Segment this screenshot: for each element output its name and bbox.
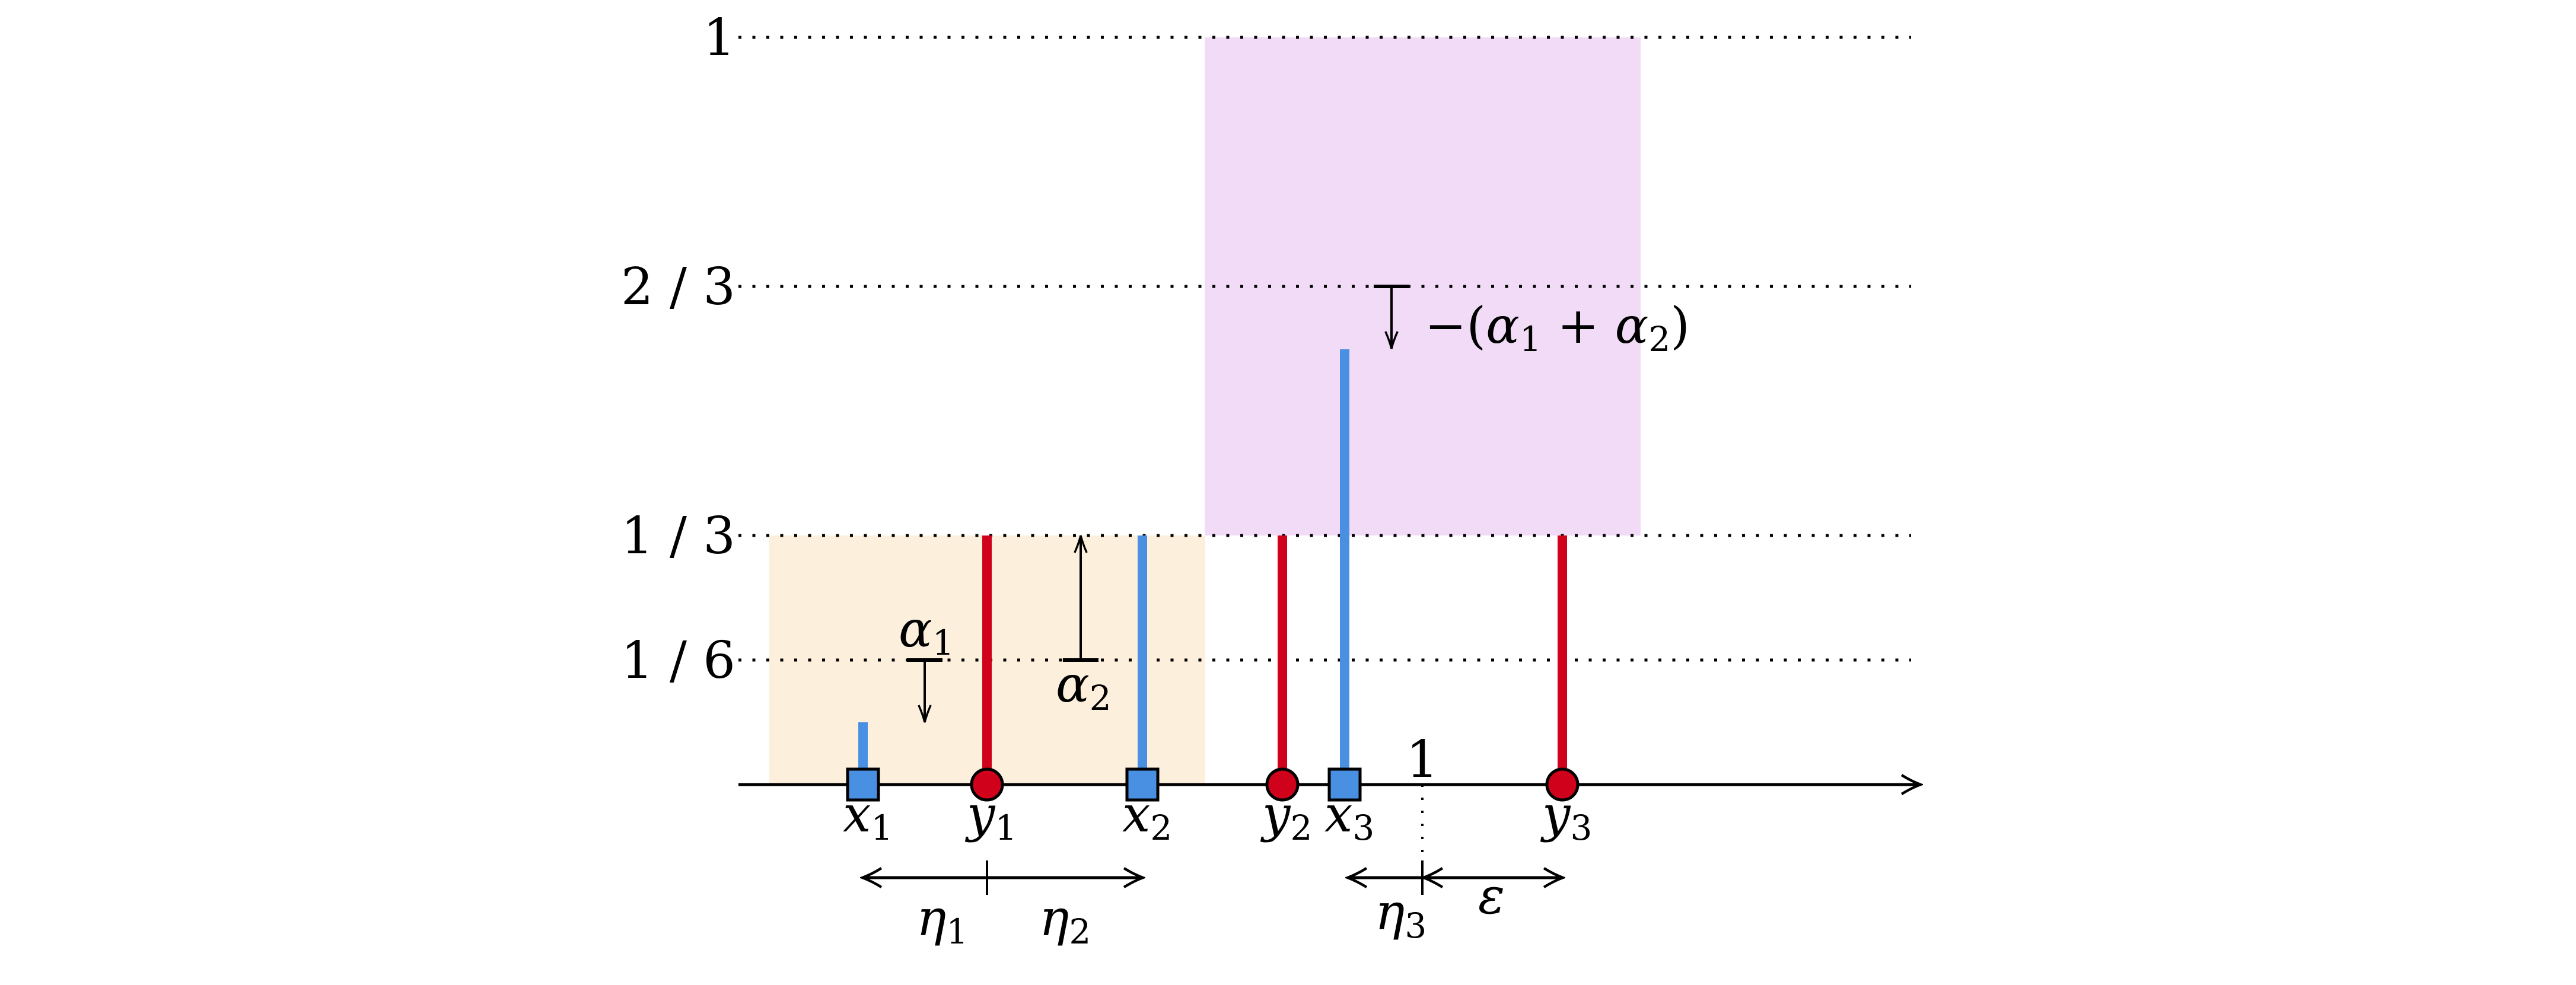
y-level-label: 2 / 3 xyxy=(621,257,735,317)
point-markers xyxy=(846,767,1580,802)
y1-circle-marker xyxy=(970,767,1004,802)
eta3-label: η3 xyxy=(1375,883,1426,946)
x1-label: x1 xyxy=(843,785,893,848)
x1-square-marker xyxy=(846,767,880,802)
y2-circle-marker xyxy=(1265,767,1300,802)
y1-label: y1 xyxy=(964,785,1017,848)
shift-arrows: α1 α2 −(α1 + α2) xyxy=(899,285,1690,723)
shaded-regions xyxy=(769,37,1641,785)
unit-marker-label: 1 xyxy=(1406,730,1439,789)
alpha2-label: α2 xyxy=(1056,655,1112,718)
x3-label: x3 xyxy=(1324,785,1374,848)
eta1-label: η1 xyxy=(916,889,968,952)
y2-label: y2 xyxy=(1260,785,1312,848)
epsilon-label: ε xyxy=(1478,867,1505,925)
alpha1-label: α1 xyxy=(899,600,954,663)
x2-square-marker xyxy=(1125,767,1160,802)
y-level-label: 1 xyxy=(703,8,735,68)
minus-alpha-sum-label: −(α1 + α2) xyxy=(1425,297,1690,359)
y3-circle-marker xyxy=(1545,767,1580,802)
y-level-labels: 1 2 / 3 1 / 3 1 / 6 xyxy=(621,8,735,690)
y3-label: y3 xyxy=(1540,785,1592,848)
x2-label: x2 xyxy=(1122,785,1172,848)
y-level-label: 1 / 6 xyxy=(621,631,735,690)
point-stems xyxy=(858,349,1567,785)
distance-arrows: η1 η2 η3 ε xyxy=(862,860,1563,952)
eta2-label: η2 xyxy=(1039,889,1091,952)
y-level-label: 1 / 3 xyxy=(621,506,735,566)
x3-square-marker xyxy=(1327,767,1362,802)
